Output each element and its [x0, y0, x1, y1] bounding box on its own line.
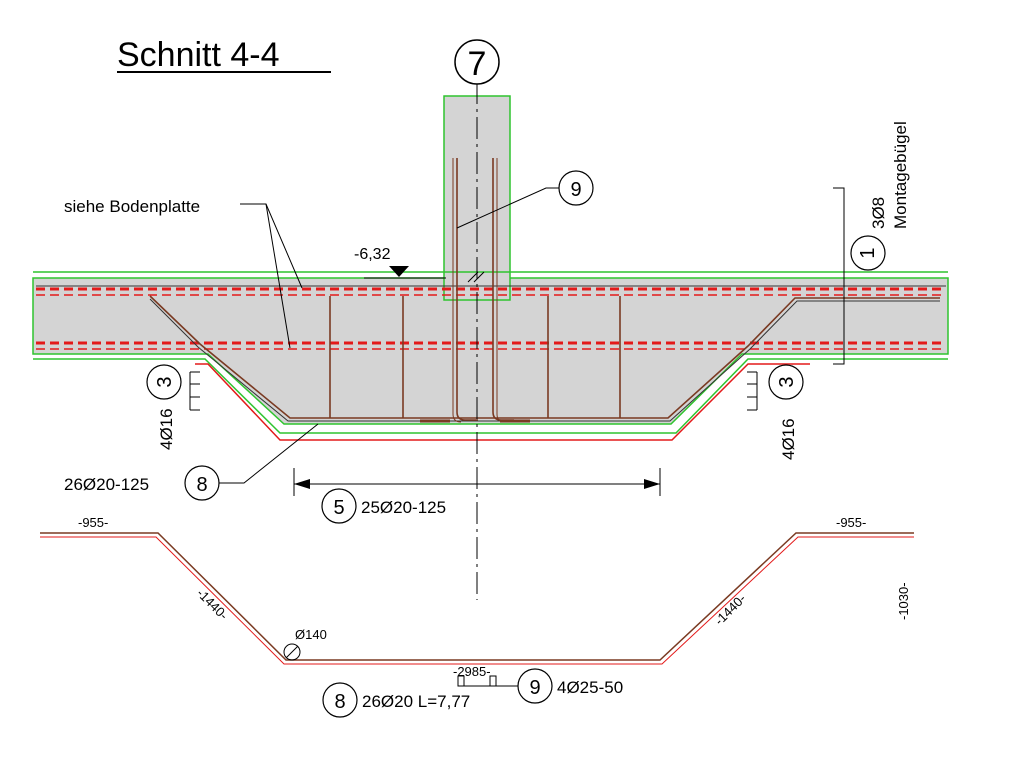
- elevation-label: -6,32: [354, 246, 391, 263]
- schedule-8-label: 26Ø20 L=7,77: [362, 692, 470, 711]
- column-break-mark: [467, 271, 479, 283]
- height-dim: -1030-: [896, 582, 911, 620]
- bent-bottom-bar: [149, 295, 940, 419]
- bending-schedule-shape: [40, 532, 914, 665]
- bottom-bars-label: 26Ø20-125: [64, 475, 149, 494]
- schedule-8-marker-number: 8: [334, 691, 345, 713]
- right-side-bars-label: 4Ø16: [779, 418, 798, 460]
- montagebuegel-count: 3Ø8: [869, 197, 888, 229]
- montagebuegel-marker: [850, 235, 886, 271]
- pit-rebars: [149, 158, 940, 423]
- starter-leader: [456, 187, 559, 229]
- span-bars-label: 25Ø20-125: [361, 498, 446, 517]
- bend-diameter-mark: [285, 645, 299, 659]
- right-leg-dim: -955-: [836, 515, 866, 530]
- schedule-9-label: 4Ø25-50: [557, 678, 623, 697]
- bottom-dim: -2985-: [453, 664, 491, 679]
- siehe-bodenplatte-leader-2: [265, 203, 291, 349]
- bottom-bars-leader: [219, 423, 319, 484]
- span-bars-marker-number: 5: [333, 497, 344, 519]
- drawing-title: Schnitt 4-4: [117, 36, 280, 74]
- schedule-9-marker: [517, 668, 553, 704]
- right-side-marker: [768, 364, 804, 400]
- left-side-bar-ticks: [189, 371, 200, 411]
- column-break-mark: [473, 271, 485, 283]
- bending-shape-outer: [40, 532, 914, 661]
- bend-diameter-circle: [283, 643, 301, 661]
- montagebuegel-label: Montagebügel: [891, 121, 910, 229]
- column-marker-number: 7: [468, 45, 487, 83]
- starter-bar-left: [456, 158, 478, 421]
- schedule-9-marker-number: 9: [529, 677, 540, 699]
- starter-bar-left-2: [452, 158, 462, 423]
- bent-bottom-bar-inner: [149, 298, 940, 422]
- starter-symbol: [457, 675, 497, 687]
- right-side-marker-number: 3: [776, 376, 798, 387]
- left-leg-dim: -955-: [78, 515, 108, 530]
- right-slope-dim: -1440-: [712, 591, 749, 628]
- span-bars-marker: [321, 488, 357, 524]
- left-side-marker: [146, 364, 182, 400]
- elevation-triangle: [389, 266, 409, 277]
- blinding-outline: [33, 271, 948, 434]
- column-marker: [454, 39, 500, 85]
- siehe-bodenplatte-label: siehe Bodenplatte: [64, 197, 200, 216]
- montagebuegel-bracket: [833, 187, 845, 365]
- left-side-marker-number: 3: [154, 376, 176, 387]
- span-arrow-left: [294, 479, 310, 489]
- bottom-bars-marker-number: 8: [196, 474, 207, 496]
- schedule-8-marker: [322, 682, 358, 718]
- left-slope-dim: -1440-: [194, 586, 231, 623]
- waterproofing-outline: [195, 363, 810, 441]
- siehe-bodenplatte-leader: [240, 203, 303, 289]
- right-side-bar-ticks: [747, 371, 758, 411]
- slab-rebar-layers: [36, 285, 946, 350]
- montagebuegel-marker-number: 1: [857, 247, 879, 258]
- span-arrow-right: [644, 479, 660, 489]
- starter-marker-number: 9: [570, 179, 581, 201]
- slab-and-pit-concrete: [32, 277, 949, 425]
- bending-shape-inner: [40, 536, 914, 665]
- bend-diameter-label: Ø140: [295, 627, 327, 642]
- left-side-bars-label: 4Ø16: [157, 408, 176, 450]
